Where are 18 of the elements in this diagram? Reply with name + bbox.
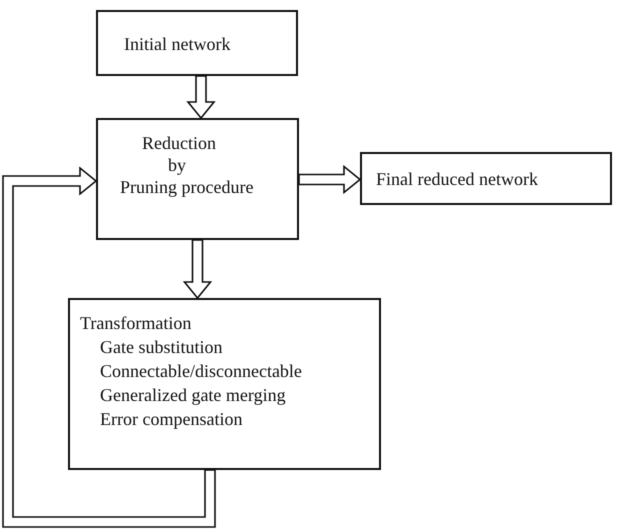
process-box [360, 152, 612, 205]
list-item: Gate substitution [100, 336, 222, 358]
hollow-arrow [2, 166, 216, 528]
box-label: Final reduced network [376, 168, 538, 190]
box-label: Initial network [124, 33, 230, 55]
box-label: Reduction [142, 132, 216, 154]
hollow-arrow [298, 164, 362, 194]
box-label: by [168, 154, 186, 176]
list-item: Generalized gate merging [100, 384, 286, 406]
process-box [96, 10, 298, 76]
hollow-arrow [182, 239, 212, 300]
process-box [68, 298, 381, 470]
box-label: Pruning procedure [120, 176, 254, 198]
list-item: Connectable/disconnectable [100, 360, 302, 382]
list-item: Error compensation [100, 408, 242, 430]
box-label: Transformation [80, 312, 192, 334]
process-box [96, 118, 299, 240]
hollow-arrow [186, 75, 216, 120]
